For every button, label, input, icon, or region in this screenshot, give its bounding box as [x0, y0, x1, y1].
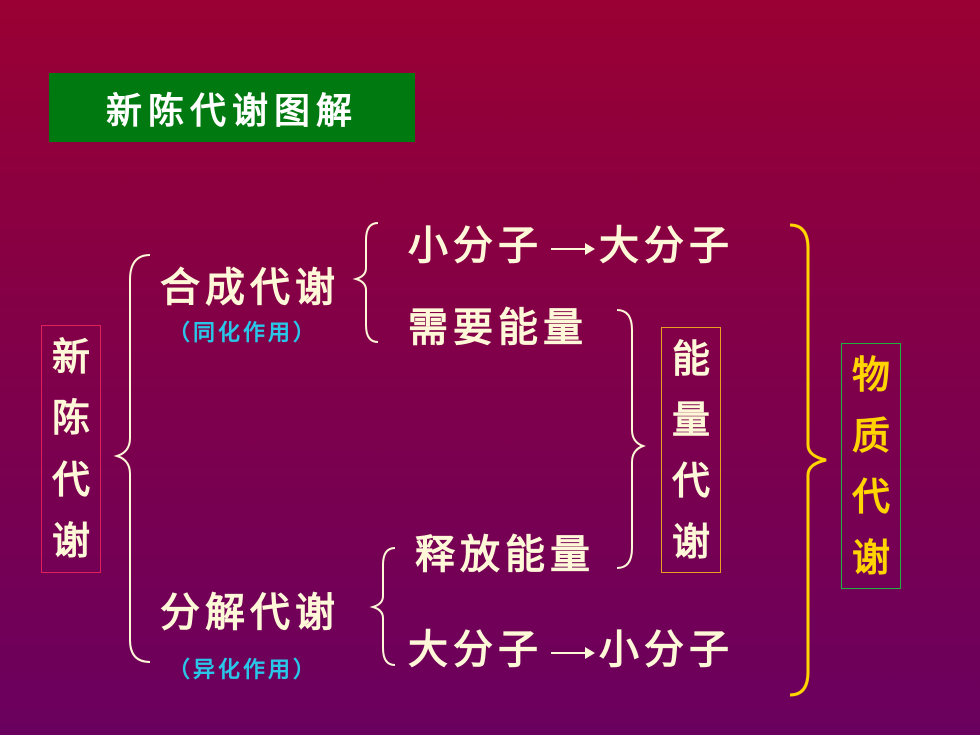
catabolism-label: 分解代谢	[160, 589, 340, 636]
catabolism-sub: （异化作用）	[168, 657, 319, 683]
small-molecule-text: 小分子	[599, 626, 734, 673]
energy-metabolism-box: 能 量 代 谢	[661, 327, 721, 573]
material-metabolism-box: 物 质 代 谢	[841, 343, 901, 589]
anabolism-sub: （同化作用）	[168, 320, 319, 346]
material-char: 质	[851, 412, 890, 458]
metabolism-char: 新	[51, 333, 90, 379]
material-brace	[789, 223, 827, 697]
metabolism-char: 谢	[51, 518, 90, 564]
anabolism-label: 合成代谢	[160, 264, 340, 311]
page-title: 新陈代谢图解	[105, 89, 358, 132]
material-char: 代	[851, 473, 890, 519]
right-arrow-icon	[551, 647, 595, 659]
energy-brace	[616, 309, 646, 569]
metabolism-char: 代	[51, 456, 90, 502]
material-char: 物	[851, 351, 890, 397]
material-char: 谢	[851, 534, 890, 580]
large-molecule-text: 大分子	[408, 626, 543, 673]
metabolism-char: 陈	[51, 395, 90, 441]
large-to-small-row: 大分子 小分子	[408, 617, 734, 675]
energy-char: 谢	[671, 518, 710, 564]
title-box: 新陈代谢图解	[49, 73, 415, 142]
energy-char: 量	[671, 396, 710, 442]
small-molecule-text: 小分子	[408, 222, 543, 269]
release-energy-text: 释放能量	[415, 531, 595, 578]
energy-char: 代	[671, 457, 710, 503]
energy-char: 能	[671, 335, 710, 381]
metabolism-label-box: 新 陈 代 谢	[41, 325, 101, 573]
catabolism-brace	[369, 547, 396, 666]
anabolism-brace	[352, 222, 379, 343]
small-to-large-row: 小分子 大分子	[408, 213, 734, 271]
large-molecule-text: 大分子	[599, 222, 734, 269]
need-energy-text: 需要能量	[408, 304, 588, 351]
right-arrow-icon	[551, 243, 595, 255]
main-left-brace	[113, 254, 151, 663]
